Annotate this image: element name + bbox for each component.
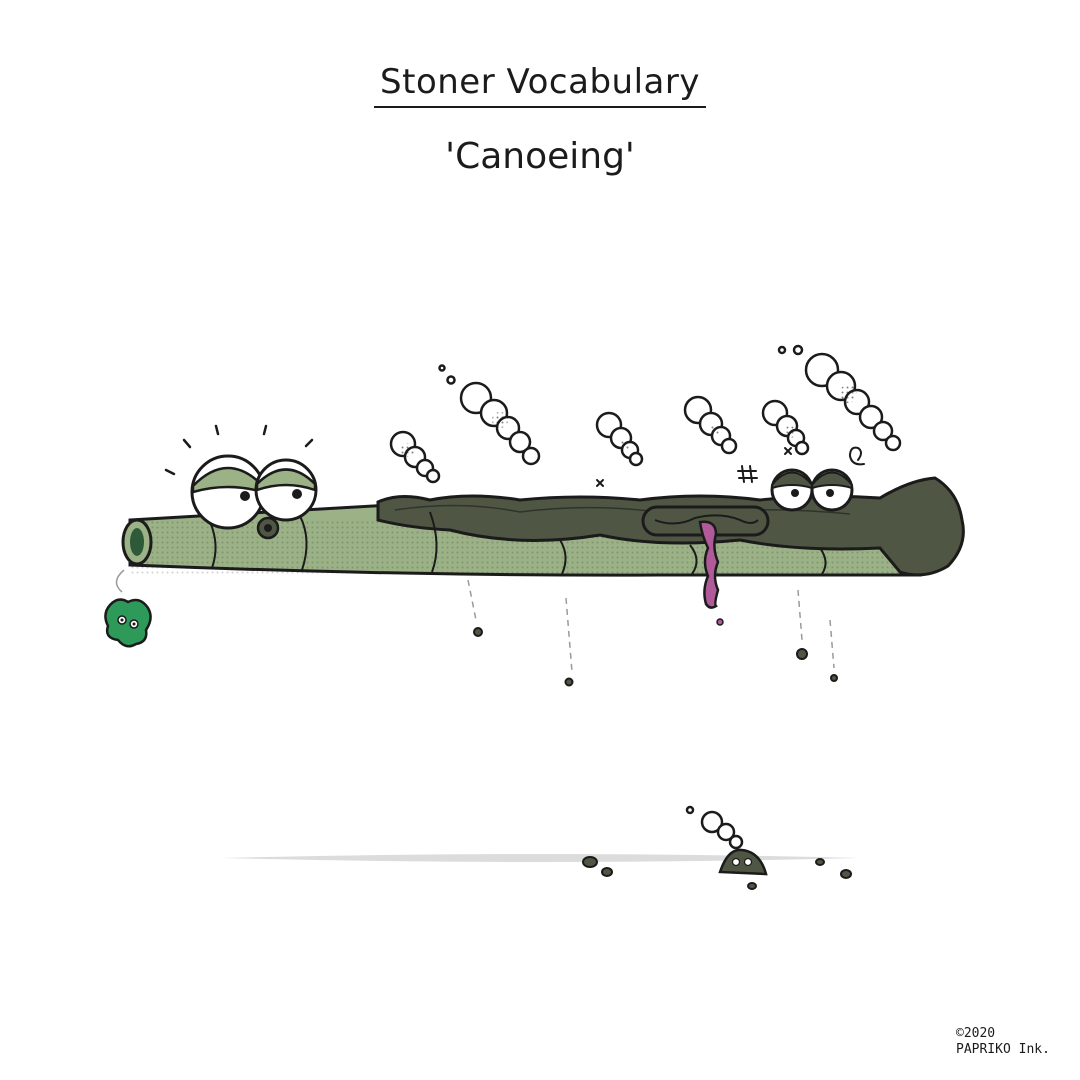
left-mouth <box>256 516 280 540</box>
middle-character <box>641 505 770 626</box>
paper-folds <box>209 511 827 575</box>
smoke-puff-2 <box>438 364 541 466</box>
comic-subtitle: 'Canoeing' <box>445 136 635 177</box>
smoke-puff-ground <box>685 805 744 850</box>
copyright-year: ©2020 <box>956 1026 996 1041</box>
smoke-shading <box>401 385 857 457</box>
smoke-puff-5 <box>761 399 810 456</box>
tongue-icon <box>698 520 720 609</box>
comic-title-text: Stoner Vocabulary <box>374 62 706 108</box>
dizzy-symbols <box>596 446 865 487</box>
smoke-puff-6 <box>777 344 902 452</box>
right-eye-2 <box>810 468 854 512</box>
smoke-puffs <box>389 344 902 850</box>
falling-ash <box>473 627 838 687</box>
ground-ash-creature <box>718 848 768 876</box>
swirl-icon <box>848 446 865 466</box>
smoke-puff-1 <box>389 430 441 484</box>
ground-shadow <box>222 854 860 862</box>
left-character <box>164 424 318 540</box>
fall-lines <box>467 579 835 673</box>
right-character <box>596 446 865 512</box>
copyright-author: PAPRIKO Ink. <box>956 1042 1050 1057</box>
smoke-puff-3 <box>595 411 644 467</box>
hash-icon <box>737 465 758 483</box>
left-eye-1 <box>190 454 266 530</box>
left-eye-2 <box>254 458 318 522</box>
comic-title: Stoner Vocabulary <box>0 62 1080 108</box>
joint-crutch-end <box>121 518 153 566</box>
alert-lines <box>164 424 314 476</box>
right-eye-1 <box>770 468 814 512</box>
cross-icon <box>784 447 792 455</box>
ground-crumbs <box>582 856 852 890</box>
smoke-puff-4 <box>683 395 738 455</box>
weed-bud <box>104 569 152 648</box>
